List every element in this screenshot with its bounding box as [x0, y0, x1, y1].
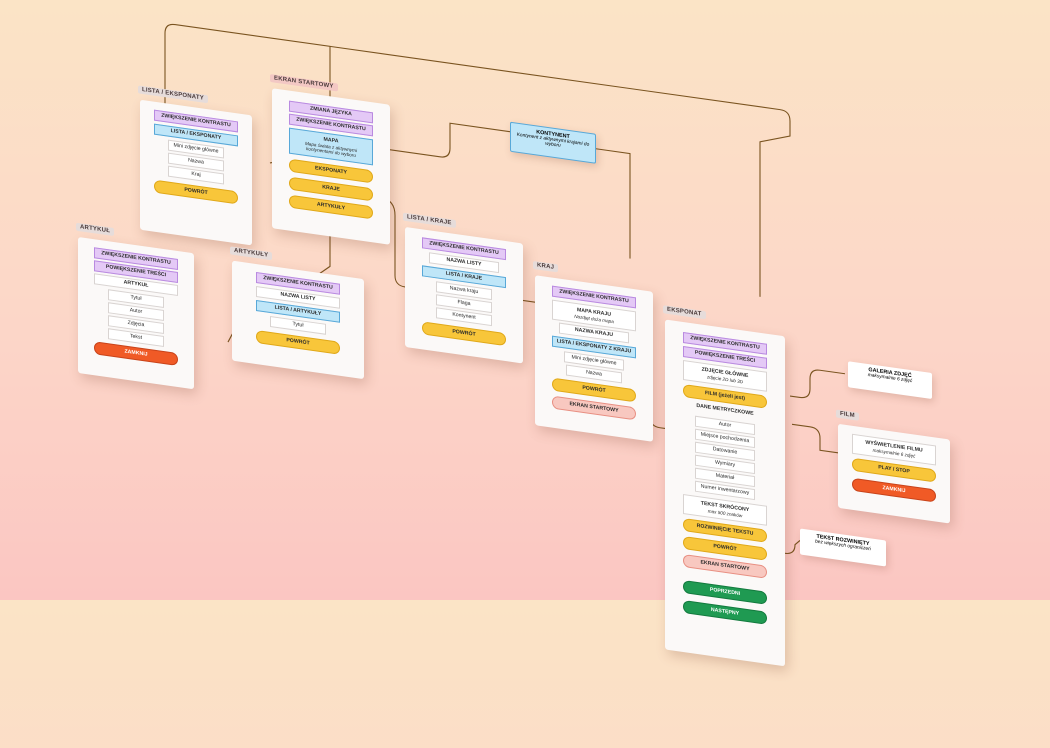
screen-kraj: KRAJ ZWIĘKSZENIE KONTRASTU MAPA KRAJU Na… [533, 260, 653, 442]
screen-lista-kraje: LISTA / KRAJE ZWIĘKSZENIE KONTRASTU NAZW… [403, 212, 523, 364]
screen-eksponat: EKSPONAT ZWIĘKSZENIE KONTRASTU POWIĘKSZE… [663, 305, 785, 667]
wire-kontynent-kraj [595, 148, 631, 259]
screen-artykul: ARTYKUŁ ZWIĘKSZENIE KONTRASTU POWIĘKSZEN… [76, 222, 194, 390]
previous-button[interactable]: POPRZEDNI [683, 579, 767, 605]
screen-film: FILM WYŚWIETLENIE FILMU maksymalnie 6 zd… [836, 409, 950, 524]
back-button[interactable]: POWRÓT [256, 329, 340, 355]
close-button[interactable]: ZAMKNIJ [94, 341, 178, 366]
wire-film-film [792, 423, 838, 454]
screen-lista-eksponaty: LISTA / EKSPONATY ZWIĘKSZENIE KONTRASTU … [138, 85, 252, 246]
wire-zdjecie-galeria [790, 369, 845, 399]
back-button[interactable]: POWRÓT [154, 179, 238, 204]
wire-rozwiniecie-tekst [745, 539, 801, 555]
next-button[interactable]: NASTĘPNY [683, 599, 767, 625]
screen-start: EKRAN STARTOWY ZMIANA JĘZYKA ZWIĘKSZENIE… [270, 73, 390, 245]
back-button[interactable]: POWRÓT [422, 321, 506, 346]
screen-artykuly: ARTYKUŁY ZWIĘKSZENIE KONTRASTU NAZWA LIS… [230, 246, 364, 380]
close-button[interactable]: ZAMKNIJ [852, 477, 936, 503]
wire-mapa-kontynent [385, 122, 510, 158]
